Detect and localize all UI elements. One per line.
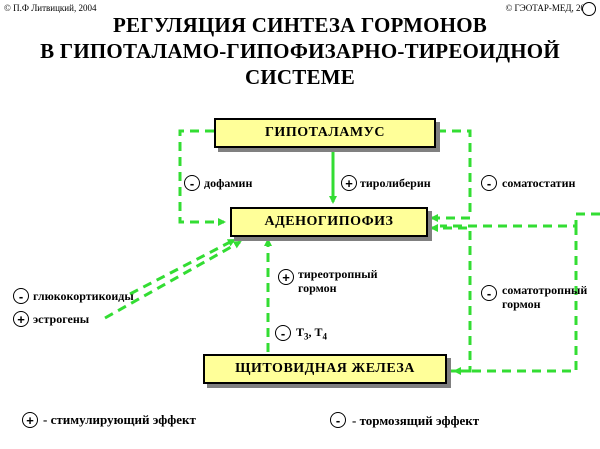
copyright-right: © ГЭОТАР-МЕД, 2004: [505, 3, 594, 13]
t3-subscript: 3: [304, 331, 309, 342]
right-thyroid-arrow: [453, 226, 578, 375]
t4-subscript: 4: [322, 331, 328, 342]
dopamine-label: дофамин: [204, 176, 253, 190]
publisher-logo-icon: [582, 2, 596, 16]
somatotropin-label-line-2: гормон: [502, 297, 541, 311]
hypothalamus-box: ГИПОТАЛАМУС: [214, 118, 436, 148]
legend-plus-sign-icon: +: [22, 412, 38, 428]
somatostatin-arrow: [430, 129, 472, 222]
adenohypophysis-box: АДЕНОГИПОФИЗ: [230, 207, 428, 237]
t4-letter: , Т: [308, 325, 323, 339]
title-line-3: СИСТЕМЕ: [245, 65, 355, 89]
thyroid-box: ЩИТОВИДНАЯ ЖЕЛЕЗА: [203, 354, 447, 384]
legend-stimulating: - стимулирующий эффект: [43, 412, 196, 427]
minus-sign-icon: -: [184, 175, 200, 191]
minus-sign-icon: -: [275, 325, 291, 341]
title-line-1: РЕГУЛЯЦИЯ СИНТЕЗА ГОРМОНОВ: [113, 13, 487, 37]
estrogens-arrow: [104, 240, 242, 320]
legend-inhibiting: - тормозящий эффект: [352, 413, 480, 428]
dopamine-arrow: [178, 129, 226, 226]
tsh-label-line-2: гормон: [298, 281, 337, 295]
somatotropin-arrow: [430, 224, 472, 373]
minus-sign-icon: -: [13, 288, 29, 304]
copyright-left: © П.Ф Литвицкий, 2004: [4, 3, 97, 13]
right-feedback-arrow: [440, 212, 600, 228]
minus-sign-icon: -: [481, 175, 497, 191]
legend-minus-sign-icon: -: [330, 412, 346, 428]
plus-sign-icon: +: [13, 311, 29, 327]
somatostatin-label: соматостатин: [502, 176, 576, 190]
t3-letter: Т: [296, 325, 305, 339]
plus-sign-icon: +: [278, 269, 294, 285]
tsh-label-line-1: тиреотропный: [298, 267, 378, 281]
glucocorticoids-arrow: [129, 238, 236, 296]
thyroliberin-label: тиролиберин: [360, 176, 431, 190]
t3-t4-label: Т3, Т4: [296, 325, 327, 341]
title-line-2: В ГИПОТАЛАМО-ГИПОФИЗАРНО-ТИРЕОИДНОЙ: [40, 39, 560, 63]
minus-sign-icon: -: [481, 285, 497, 301]
estrogens-label: эстрогены: [33, 312, 90, 326]
plus-sign-icon: +: [341, 175, 357, 191]
tsh-label: тиреотропный гормон: [298, 267, 377, 295]
somatotropin-label: соматотропный гормон: [502, 283, 587, 311]
somatotropin-label-line-1: соматотропный: [502, 283, 588, 297]
glucocorticoids-label: глюкокортикоиды: [33, 289, 134, 303]
